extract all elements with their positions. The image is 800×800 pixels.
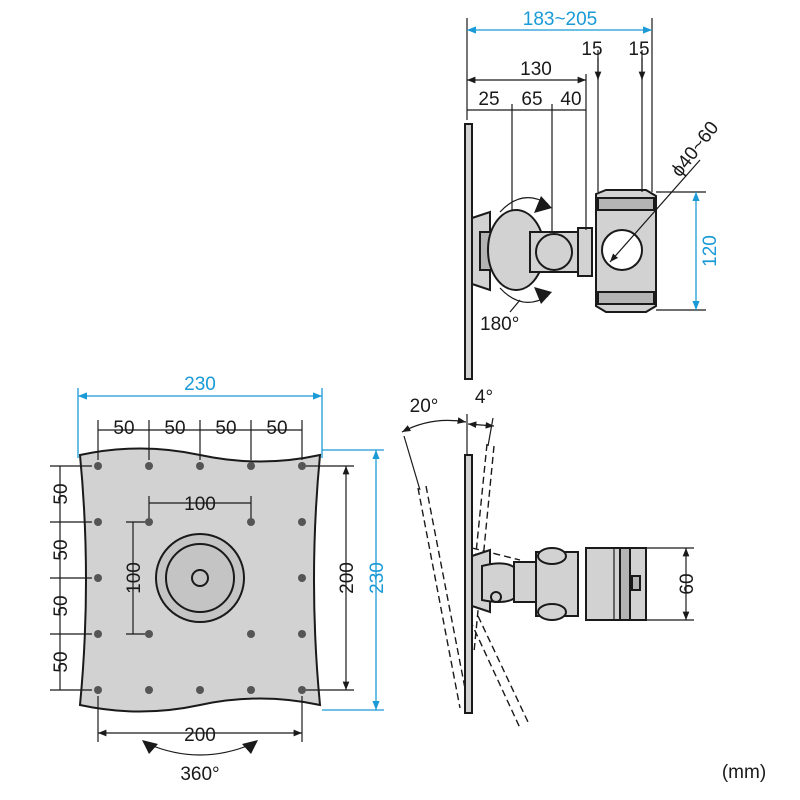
- pipe-leader: [609, 159, 701, 263]
- tilt-back-arc: [401, 417, 467, 433]
- rotation-360-head-left: [142, 740, 158, 754]
- rotation-arrow-lower-head: [534, 287, 552, 304]
- dim-25: 25: [478, 89, 499, 110]
- tilt-ghost-fwd-outer: [465, 443, 488, 653]
- front-view: 230 50 50 50 50 100 100 50 50 50 50: [50, 374, 388, 785]
- dim-130: 130: [520, 59, 552, 80]
- rotation-leader: [509, 299, 521, 313]
- dim-120: 120: [700, 235, 721, 267]
- side-clamp-bolt: [619, 547, 631, 621]
- dim-50-left-3: 50: [51, 595, 72, 616]
- tilt-ghost-fwd-inner: [473, 445, 495, 653]
- side-view: 60 20° 4°: [401, 387, 698, 729]
- rotation-arrow-upper-head: [534, 196, 552, 213]
- top-plate-edge: [464, 123, 473, 380]
- tilt-20-label: 20°: [410, 396, 439, 417]
- dim-230-height: 230: [367, 562, 388, 594]
- rotation-360-arrow: [147, 743, 253, 756]
- top-arm-knuckle: [535, 233, 573, 271]
- tilt-ghost-lower-b: [477, 615, 529, 723]
- dim-15-right: 15: [628, 39, 649, 60]
- dim-pipe-diameter: ϕ40~60: [667, 118, 723, 181]
- rotation-disk-center: [191, 569, 209, 587]
- dim-50-top-4: 50: [266, 418, 287, 439]
- dim-100-width: 100: [184, 494, 216, 515]
- rotation-180-label: 180°: [480, 314, 519, 335]
- tilt-ghost-hinge: [471, 547, 521, 561]
- tilt-fwd-arc: [467, 421, 495, 429]
- dim-200-height: 200: [337, 562, 358, 594]
- dim-15-left: 15: [581, 39, 602, 60]
- tilt-ref-fwd: [487, 417, 494, 447]
- dim-200-bottom: 200: [184, 725, 216, 746]
- top-view: 180° 183~205 15 15 130 25 65 40 ϕ40~60 1…: [464, 9, 723, 380]
- dim-40: 40: [560, 89, 581, 110]
- tilt-ghost-back-inner: [425, 485, 469, 705]
- dim-183-205: 183~205: [523, 9, 598, 30]
- dim-50-top-3: 50: [215, 418, 236, 439]
- top-clamp-bolt-top: [597, 197, 655, 211]
- dim-60: 60: [677, 573, 698, 594]
- rotation-disk: [155, 533, 245, 623]
- dim-65: 65: [521, 89, 542, 110]
- tilt-ghost-back-outer: [417, 487, 461, 709]
- tilt-ref-back: [403, 435, 421, 491]
- top-clamp-bolt-bottom: [597, 291, 655, 305]
- dim-50-left-1: 50: [51, 483, 72, 504]
- dim-50-left-2: 50: [51, 539, 72, 560]
- top-pipe-hole: [601, 229, 643, 271]
- side-arm-cap-bottom: [537, 603, 567, 621]
- unit-label: (mm): [722, 762, 766, 783]
- rotation-disk-inner: [165, 543, 235, 613]
- rotation-360-head-right: [242, 740, 258, 754]
- side-arm-cap-top: [537, 547, 567, 565]
- dim-230-width: 230: [184, 374, 216, 395]
- dim-50-top-2: 50: [164, 418, 185, 439]
- side-clamp-nut: [631, 575, 641, 591]
- rotation-360-label: 360°: [180, 764, 219, 785]
- side-hinge-pin: [490, 591, 502, 603]
- vesa-holes: [94, 462, 306, 694]
- dim-50-left-4: 50: [51, 651, 72, 672]
- top-arm-end: [577, 227, 593, 277]
- tilt-4-label: 4°: [475, 387, 493, 408]
- side-plate-edge: [464, 454, 473, 714]
- dim-100-height: 100: [124, 562, 145, 594]
- dim-50-top-1: 50: [113, 418, 134, 439]
- tilt-ghost-lower-a: [469, 619, 521, 729]
